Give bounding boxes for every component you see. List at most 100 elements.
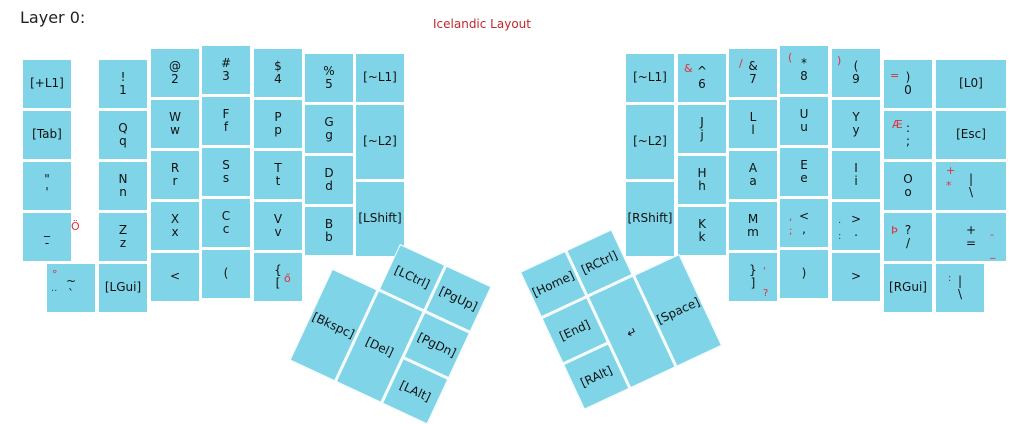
- key-base-char: [: [275, 276, 281, 290]
- key-label: [LShift]: [358, 211, 402, 226]
- key-shift-char: F: [222, 107, 230, 122]
- key-shift-char: G: [324, 115, 334, 130]
- key-shift-char: A: [748, 161, 758, 176]
- key-shift-char: >: [850, 212, 862, 227]
- key-base-char: g: [325, 128, 333, 142]
- key-shift-char: S: [222, 158, 230, 173]
- key-shift-char: _: [44, 223, 50, 238]
- key-base-char: ,: [802, 222, 806, 236]
- key-base-char: 8: [800, 69, 808, 83]
- layout-subtitle: Icelandic Layout: [433, 17, 531, 31]
- key-slash: ?/Þ: [883, 212, 933, 262]
- key-bracket-left: {[ő: [253, 252, 303, 302]
- key-base-char: p: [274, 123, 282, 137]
- key-shift-char: C: [221, 209, 231, 224]
- key-shift-char: T: [274, 161, 282, 176]
- key-less-than: <: [150, 252, 200, 302]
- key-left-l1-plus: [+L1]: [22, 59, 72, 109]
- key-base-char: `: [68, 287, 74, 301]
- key-label: [PgUp]: [436, 283, 480, 314]
- key-alt-char: Ö: [71, 220, 80, 233]
- key-rgui: [RGui]: [883, 263, 933, 313]
- key-label: >: [850, 269, 862, 284]
- key-bracket-right: }]'?: [728, 252, 778, 302]
- key-lgui: [LGui]: [98, 263, 148, 313]
- key-shift-char: J: [700, 115, 704, 130]
- key-base-char: \: [957, 287, 963, 301]
- key-shift-char: V: [273, 212, 283, 227]
- key-label: [~L1]: [363, 70, 397, 85]
- key-4: $4: [253, 48, 303, 98]
- key-6: ^6&: [677, 53, 727, 103]
- key-tab: [Tab]: [22, 110, 72, 160]
- key-base-char: 4: [274, 72, 282, 86]
- key-alt-char-2: ?: [763, 288, 769, 299]
- key-alt-char: °: [52, 268, 58, 281]
- key-base-char: b: [325, 230, 333, 244]
- key-paren-right: ): [779, 249, 829, 299]
- key-base-char: y: [852, 123, 860, 137]
- key-label: [RGui]: [889, 280, 927, 295]
- key-shift-char: *: [800, 56, 807, 71]
- key-label: [LCtrl]: [392, 262, 433, 292]
- key-extra-char: .: [838, 215, 842, 226]
- key-alt-char-2: ;: [789, 226, 793, 237]
- key-label: [Bkspc]: [310, 309, 357, 341]
- key-base-char: e: [800, 171, 808, 185]
- key-left-l2-momentary: [~L2]: [355, 104, 405, 180]
- key-shift-char: L: [749, 110, 757, 125]
- key-base-char: ;: [905, 134, 911, 148]
- key-label: [~L2]: [363, 134, 397, 149]
- key-0: )0=: [883, 59, 933, 109]
- key-alt-char: =: [890, 69, 900, 82]
- key-base-char: 9: [852, 72, 860, 86]
- key-shift-char: Y: [852, 110, 860, 125]
- key-alt-char: Æ: [892, 118, 903, 131]
- key-label: [LGui]: [104, 280, 142, 295]
- key-base-char: 2: [171, 72, 179, 86]
- key-base-char: =: [965, 236, 977, 250]
- key-shift-char: P: [274, 110, 282, 125]
- key-base-char: s: [222, 171, 230, 185]
- key-base-char: .: [854, 225, 858, 239]
- key-label: [Esc]: [956, 127, 986, 142]
- key-grave: ~`°..: [46, 263, 96, 313]
- key-alt-char: /: [739, 57, 743, 70]
- key-shift-char: @: [169, 59, 181, 74]
- key-label: [RCtrl]: [579, 248, 620, 278]
- key-shift-char: O: [903, 172, 913, 187]
- key-shift-char: Z: [118, 223, 128, 238]
- key-shift-char: U: [799, 107, 809, 122]
- key-3: #3: [201, 45, 251, 95]
- key-alt-char: ): [837, 54, 842, 67]
- key-shift-char: H: [697, 166, 707, 181]
- key-period: >..:: [831, 201, 881, 251]
- key-base-char: x: [171, 225, 179, 239]
- key-label: [RAlt]: [578, 363, 615, 390]
- key-shift-char: +: [965, 223, 977, 238]
- key-shift-char: K: [698, 217, 706, 232]
- key-base-char: j: [700, 128, 704, 142]
- key-label: (: [223, 266, 229, 281]
- key-extra-char: ..: [51, 283, 58, 294]
- key-base-char: -: [44, 236, 50, 250]
- key-left-l1-momentary: [~L1]: [355, 53, 405, 103]
- key-extra-char-2: :: [838, 231, 842, 242]
- key-base-char: 3: [222, 69, 230, 83]
- key-shift-char: Q: [118, 121, 128, 136]
- key-shift-char: R: [170, 161, 180, 176]
